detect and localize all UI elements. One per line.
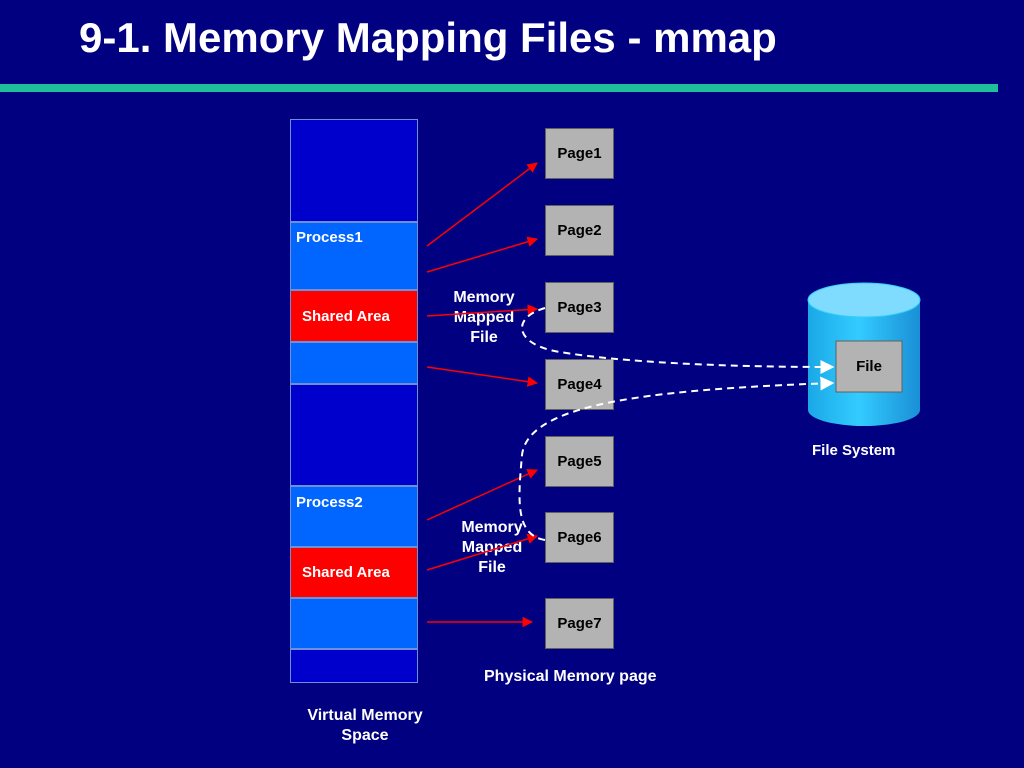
arrow-process1-to-page1	[426, 162, 538, 247]
mmf-label-2-line2: Mapped	[461, 539, 523, 556]
page-2-label: Page2	[557, 222, 602, 239]
page-6-label: Page6	[557, 529, 602, 546]
mmf-label-2-line1: Memory	[461, 519, 523, 536]
shared-area-1-label: Shared Area	[302, 308, 390, 325]
vm-segment-shared-area-2	[290, 547, 418, 598]
vm-segment-process2	[290, 486, 418, 547]
dashed-link-page3-to-file	[521, 307, 835, 374]
page-7-label: Page7	[557, 615, 602, 632]
mmf-label-1-line1: Memory	[453, 289, 515, 306]
vm-segment-unused-bottom	[290, 649, 418, 683]
file-box-label: File	[856, 358, 882, 375]
file-box	[835, 340, 903, 393]
page-3: Page3	[545, 282, 614, 333]
arrow-process2-to-page5	[426, 469, 538, 521]
vm-segment-process1	[290, 222, 418, 290]
mmf-label-2-line3: File	[478, 559, 506, 576]
page-4: Page4	[545, 359, 614, 410]
title-underline	[0, 84, 998, 92]
shared-area-2-label: Shared Area	[302, 564, 390, 581]
process2-label: Process2	[296, 494, 363, 511]
vm-segment-process2-lower	[290, 598, 418, 649]
virtual-memory-caption: Virtual Memory Space	[295, 706, 435, 746]
vm-segment-process1-lower	[290, 342, 418, 384]
dashed-link-page6-to-file	[518, 376, 835, 541]
slide-title: 9-1. Memory Mapping Files - mmap	[79, 14, 777, 61]
virtual-memory-caption-line2: Space	[341, 727, 389, 744]
vm-segment-shared-area-1	[290, 290, 418, 342]
page-1: Page1	[545, 128, 614, 179]
mmf-label-1-line3: File	[470, 329, 498, 346]
page-5-label: Page5	[557, 453, 602, 470]
page-1-label: Page1	[557, 145, 602, 162]
arrow-process1-to-page2	[426, 236, 539, 273]
vm-segment-unused-middle	[290, 384, 418, 486]
physical-memory-caption: Physical Memory page	[484, 668, 657, 685]
process1-label: Process1	[296, 229, 363, 246]
arrow-process1-to-page4	[426, 366, 539, 387]
page-5: Page5	[545, 436, 614, 487]
page-2: Page2	[545, 205, 614, 256]
file-system-caption: File System	[812, 442, 896, 459]
memory-mapped-file-label-2: Memory Mapped File	[454, 518, 530, 578]
arrow-shared1-to-page3	[426, 304, 539, 317]
virtual-memory-caption-line1: Virtual Memory	[307, 707, 423, 724]
arrow-shared2-to-page6	[426, 533, 539, 571]
page-6: Page6	[545, 512, 614, 563]
vm-segment-unused-top	[290, 119, 418, 222]
page-3-label: Page3	[557, 299, 602, 316]
page-4-label: Page4	[557, 376, 602, 393]
page-7: Page7	[545, 598, 614, 649]
